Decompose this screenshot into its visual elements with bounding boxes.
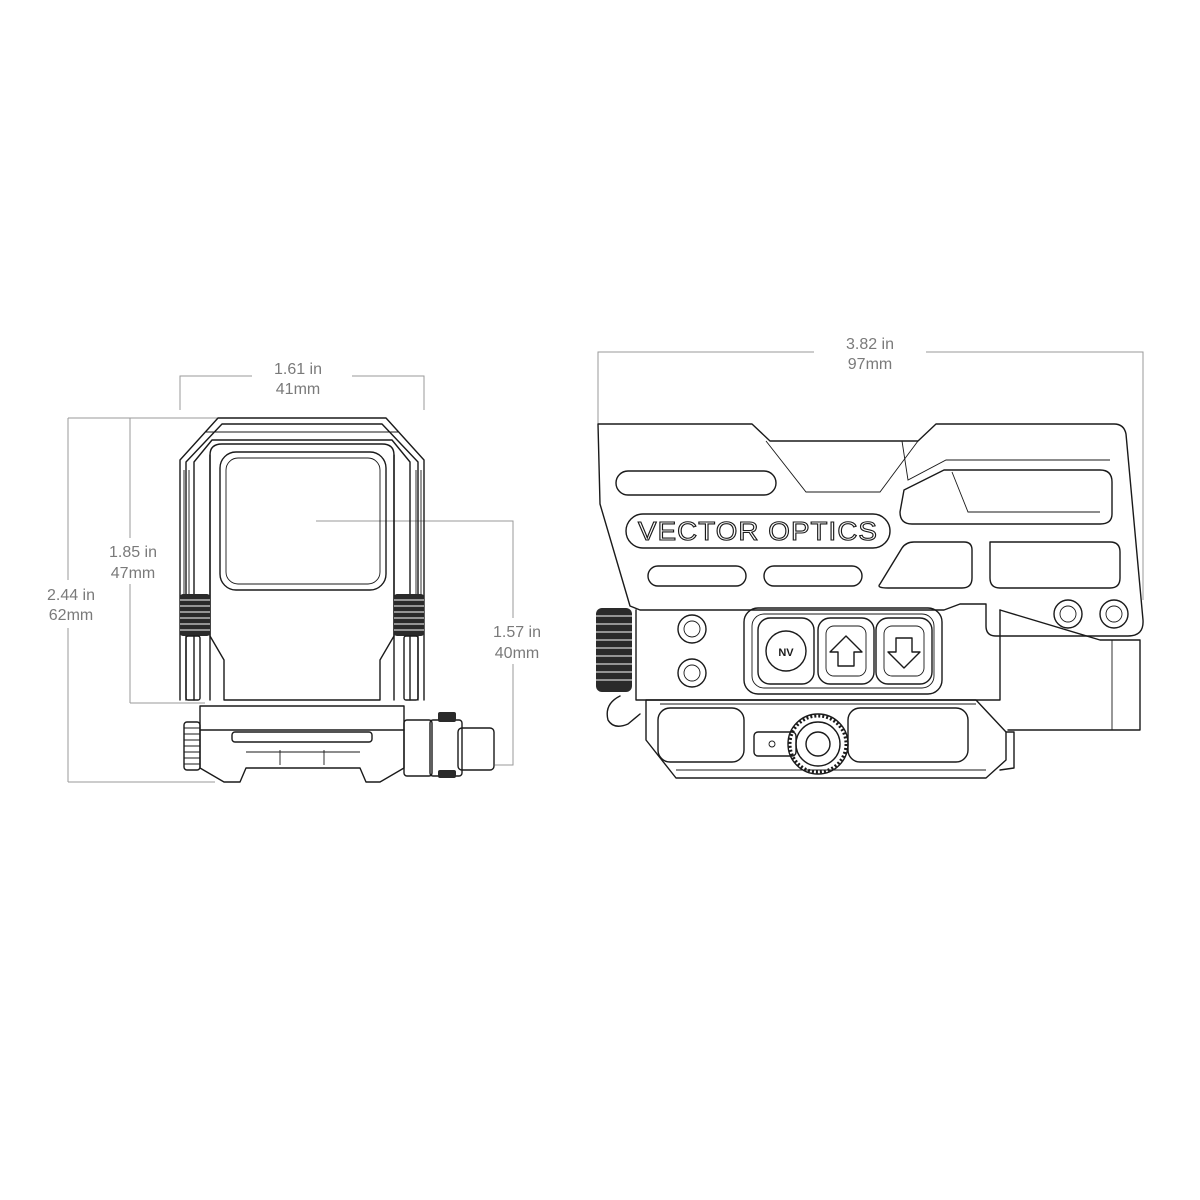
front-view: 1.61 in 41mm 1.85 in 47mm 2.44 in 62mm 1… [47, 361, 541, 783]
nv-button-label: NV [778, 647, 794, 659]
side-length-mm: 97mm [848, 356, 892, 373]
front-center-height-dimension: 1.57 in 40mm [316, 520, 541, 766]
front-sight-body [179, 417, 425, 701]
side-view: 3.82 in 97mm VECTOR OPTICS [596, 336, 1144, 779]
side-button-panel: NV [743, 607, 943, 695]
brightness-down-button[interactable] [875, 617, 933, 685]
front-window-height-in: 1.85 in [109, 544, 157, 561]
front-width-mm: 41mm [276, 381, 320, 398]
side-lower-body [606, 609, 1141, 779]
side-length-in: 3.82 in [846, 336, 894, 353]
front-center-height-in: 1.57 in [493, 624, 541, 641]
front-window-height-dimension: 1.85 in 47mm [109, 417, 232, 704]
side-housing: VECTOR OPTICS [597, 423, 1144, 688]
front-total-height-dimension: 2.44 in 62mm [47, 417, 215, 783]
brand-logo-text: VECTOR OPTICS [638, 516, 878, 546]
arrow-down-icon [887, 637, 921, 669]
front-window-height-mm: 47mm [111, 565, 155, 582]
front-total-height-in: 2.44 in [47, 587, 95, 604]
side-left-knob [596, 608, 632, 692]
front-center-height-mm: 40mm [495, 645, 539, 662]
front-width-dimension: 1.61 in 41mm [179, 361, 425, 410]
nv-button[interactable]: NV [757, 617, 815, 685]
front-mount [183, 705, 495, 783]
brightness-up-button[interactable] [817, 617, 875, 685]
front-total-height-mm: 62mm [49, 607, 93, 624]
front-width-in: 1.61 in [274, 361, 322, 378]
arrow-up-icon [829, 635, 863, 667]
side-length-dimension: 3.82 in 97mm [597, 336, 1144, 600]
